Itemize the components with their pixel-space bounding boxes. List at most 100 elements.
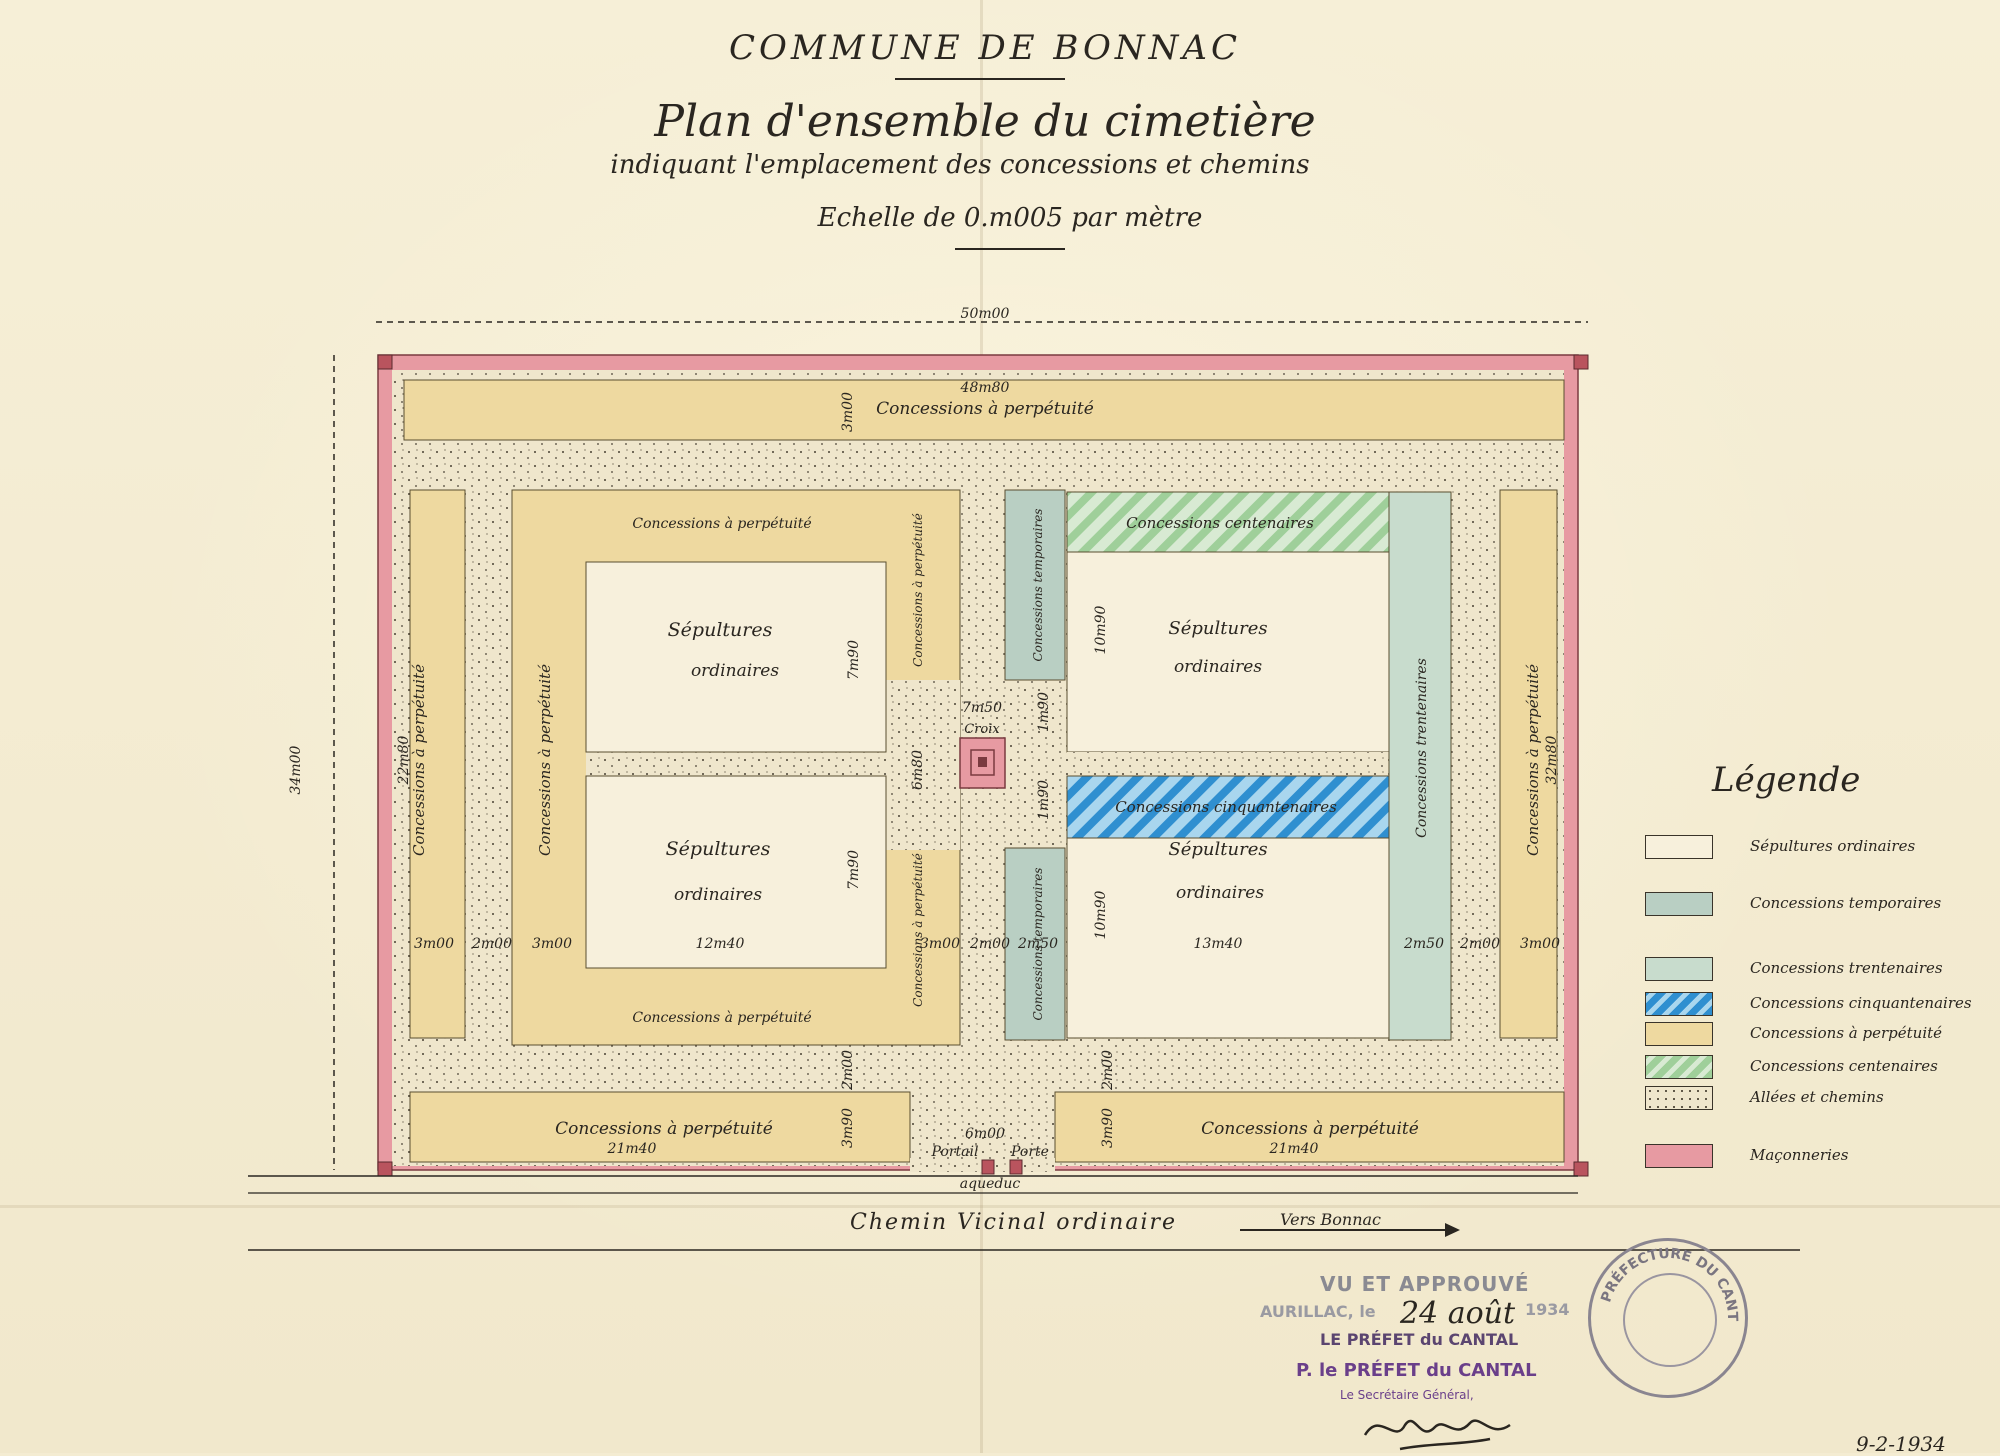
zone-sepultures-3-label-a: Sépultures [1168, 618, 1267, 639]
dim-10-90-a: 10m90 [1093, 605, 1109, 654]
zone-sepultures-1-label-a: Sépultures [668, 619, 773, 641]
zone-trentenaires-label: Concessions trentenaires [1414, 658, 1430, 838]
inner-width-dimension: 48m80 [960, 380, 1010, 396]
zone-trentenaires [1388, 491, 1452, 1041]
dim-13-40: 13m40 [1194, 936, 1243, 952]
legend-swatch-trentenaires [1645, 957, 1713, 981]
dim-3-90-a: 3m90 [840, 1108, 856, 1148]
croix-label: Croix [964, 722, 1000, 737]
dim-32-80: 32m80 [1544, 735, 1560, 784]
legend-item: Concessions à perpétuité [1645, 1022, 1985, 1052]
gate-post-center [981, 1159, 995, 1175]
height-dimension-label: 34m00 [288, 745, 304, 794]
plan-title: Plan d'ensemble du cimetière [654, 96, 1316, 147]
paper-fold-horizontal [0, 1205, 2000, 1208]
zone-perpetuite-left-inner-label: Concessions à perpétuité [536, 664, 554, 856]
legend-swatch-allees [1645, 1086, 1713, 1110]
signature [1363, 1419, 1511, 1451]
dim-6-80: 6m80 [910, 750, 926, 790]
zone-perpetuite-upper-side-label: Concessions à perpétuité [911, 513, 925, 667]
dim-2-00-e: 2m00 [1100, 1050, 1116, 1091]
zone-perpetuite-bottom-right-label: Concessions à perpétuité [1201, 1119, 1419, 1139]
legend-swatch-centenaires [1645, 1055, 1713, 1079]
gate-post-right [1009, 1159, 1023, 1175]
legend-item: Sépultures ordinaires [1645, 835, 1985, 865]
plan-subtitle: indiquant l'emplacement des concessions … [610, 150, 1310, 180]
zone-cinquantenaires [1066, 775, 1390, 839]
dim-2-50-b: 2m50 [1403, 936, 1444, 952]
zone-temporaires-upper-label: Concessions temporaires [1031, 509, 1045, 662]
legend-swatch-ordinaires [1645, 835, 1713, 859]
dim-6-00: 6m00 [965, 1126, 1005, 1142]
porte-label: Porte [1010, 1144, 1049, 1160]
corner-post-bl [377, 1161, 393, 1177]
zone-temporaires-lower-label: Concessions temporaires [1031, 868, 1045, 1021]
zone-perpetuite-right-outer [1499, 489, 1558, 1039]
stamp-year: 1934 [1525, 1300, 1570, 1319]
dim-3-00-e: 3m00 [840, 392, 856, 432]
dim-10-90-b: 10m90 [1093, 890, 1109, 939]
legend-label: Allées et chemins [1750, 1088, 1884, 1106]
zone-sepultures-4 [1066, 837, 1390, 1039]
stamp-place: AURILLAC, le [1260, 1302, 1376, 1321]
zone-sepultures-4-label-b: ordinaires [1176, 883, 1264, 903]
croix-inner [970, 749, 995, 776]
legend-label: Concessions cinquantenaires [1750, 994, 1972, 1012]
dim-2-00-c: 2m00 [1459, 936, 1500, 952]
horizontal-allee-left [586, 752, 886, 776]
zone-perpetuite-left-outer-label: Concessions à perpétuité [410, 664, 428, 856]
stamp-date: 24 août [1400, 1296, 1516, 1331]
corner-post-br [1573, 1161, 1589, 1177]
dim-2-50-a: 2m50 [1017, 936, 1058, 952]
dim-3-00-b: 3m00 [532, 936, 572, 952]
zone-sepultures-2-label-a: Sépultures [666, 838, 771, 860]
zone-centenaires [1066, 491, 1390, 553]
zone-centenaires-label: Concessions centenaires [1126, 514, 1314, 532]
legend-swatch-cinquantenaires [1645, 992, 1713, 1016]
zone-perpetuite-lower-block-label: Concessions à perpétuité [632, 1010, 811, 1026]
legend-item: Concessions temporaires [1645, 892, 1985, 922]
reference-number: 9-2-1934 [1856, 1432, 1946, 1456]
legend-item: Concessions trentenaires [1645, 957, 1985, 987]
zone-perpetuite-left-outer [409, 489, 466, 1039]
dim-21-40-a: 21m40 [607, 1141, 657, 1157]
zone-perpetuite-upper-block-label: Concessions à perpétuité [632, 516, 811, 532]
width-dimension-label: 50m00 [961, 306, 1010, 322]
title-rule [895, 78, 1065, 80]
zone-temporaires-lower [1004, 847, 1066, 1041]
dim-22-80: 22m80 [396, 735, 412, 785]
legend-label: Concessions trentenaires [1750, 959, 1943, 977]
zone-perpetuite-bottom-left-label: Concessions à perpétuité [555, 1119, 773, 1139]
zone-sepultures-3 [1066, 551, 1390, 753]
svg-text:PRÉFECTURE DU CANTAL: PRÉFECTURE DU CANTAL [1588, 1238, 1740, 1322]
scale-rule [955, 248, 1065, 250]
dim-12-40: 12m40 [696, 936, 745, 952]
dim-2-00-a: 2m00 [471, 936, 512, 952]
dim-3-00-c: 3m00 [920, 936, 960, 952]
zone-sepultures-4-label-a: Sépultures [1168, 839, 1267, 860]
legend-label: Concessions temporaires [1750, 894, 1942, 912]
commune-title: COMMUNE DE BONNAC [729, 28, 1241, 68]
dim-2-00-d: 2m00 [840, 1050, 856, 1091]
legend-swatch-maconneries [1645, 1144, 1713, 1168]
legend-label: Concessions à perpétuité [1750, 1024, 1943, 1042]
legend-label: Maçonneries [1750, 1146, 1849, 1164]
zone-sepultures-2 [585, 775, 887, 969]
zone-temporaires-upper [1004, 489, 1066, 681]
dim-3-00-d: 3m00 [1520, 936, 1560, 952]
scale-text: Echelle de 0.m005 par mètre [817, 203, 1203, 233]
dim-1-90: 1m90 [1036, 692, 1052, 732]
dim-2-00-b: 2m00 [969, 936, 1010, 952]
legend-title: Légende [1712, 760, 1861, 800]
zone-perpetuite-top-label: Concessions à perpétuité [876, 399, 1094, 419]
dim-1-90-b: 1m90 [1036, 780, 1052, 820]
legend-swatch-perpetuite [1645, 1022, 1713, 1046]
zone-sepultures-1-label-b: ordinaires [691, 661, 779, 681]
legend-swatch-temporaires [1645, 892, 1713, 916]
dim-7-90-b: 7m90 [846, 850, 862, 890]
zone-sepultures-3-label-b: ordinaires [1174, 657, 1262, 677]
central-allee-left [886, 680, 960, 850]
corner-post-tl [377, 354, 393, 370]
zone-perpetuite-right-outer-label: Concessions à perpétuité [1524, 664, 1542, 856]
